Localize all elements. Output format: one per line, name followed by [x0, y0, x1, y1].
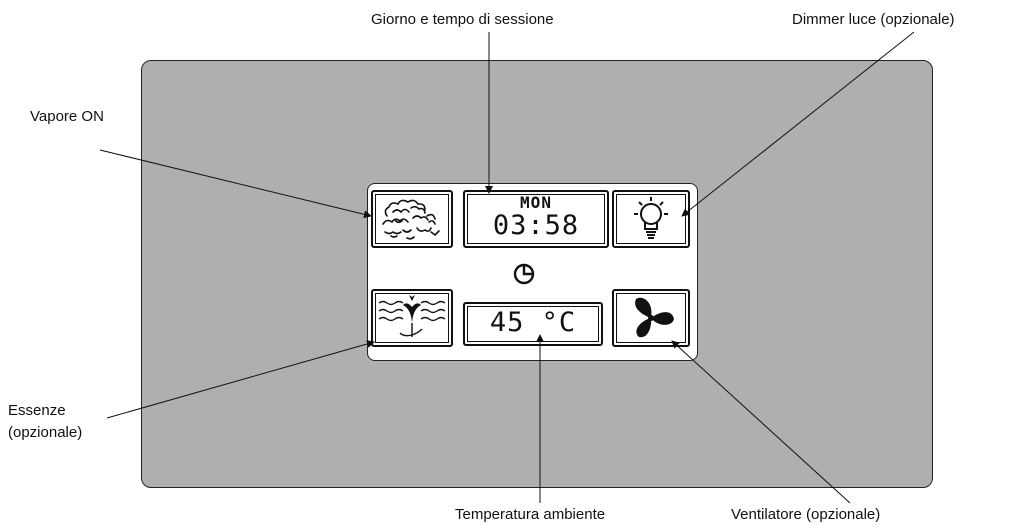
room-temperature-display[interactable]: 45 °C — [463, 302, 603, 346]
steam-icon — [382, 199, 440, 240]
light-bulb-icon — [634, 197, 668, 239]
callout-essences-line1: Essenze — [8, 402, 66, 419]
callout-light-dimmer: Dimmer luce (opzionale) — [792, 11, 955, 28]
callout-steam-on: Vapore ON — [30, 108, 104, 125]
day-readout: MON — [520, 193, 552, 212]
time-tile-frame — [467, 194, 605, 244]
steam-button[interactable] — [371, 190, 453, 248]
essence-icon — [378, 295, 446, 337]
clock-icon — [513, 263, 535, 285]
fan-tile-frame — [616, 293, 686, 343]
session-time-display[interactable]: MON 03:58 — [463, 190, 609, 248]
temperature-readout: 45 °C — [489, 307, 577, 338]
fan-button[interactable] — [612, 289, 690, 347]
temp-tile-frame — [467, 306, 599, 342]
callout-fan: Ventilatore (opzionale) — [731, 506, 881, 523]
callout-essences-line2: (opzionale) — [8, 424, 83, 441]
light-tile-frame — [616, 194, 686, 244]
essence-tile-frame — [375, 293, 449, 343]
essence-button[interactable] — [371, 289, 453, 347]
time-readout: 03:58 — [492, 210, 580, 241]
light-dimmer-button[interactable] — [612, 190, 690, 248]
callout-day-session-time: Giorno e tempo di sessione — [371, 11, 554, 28]
steam-tile-frame — [375, 194, 449, 244]
callout-room-temperature: Temperatura ambiente — [455, 506, 606, 523]
fan-icon — [635, 297, 674, 338]
